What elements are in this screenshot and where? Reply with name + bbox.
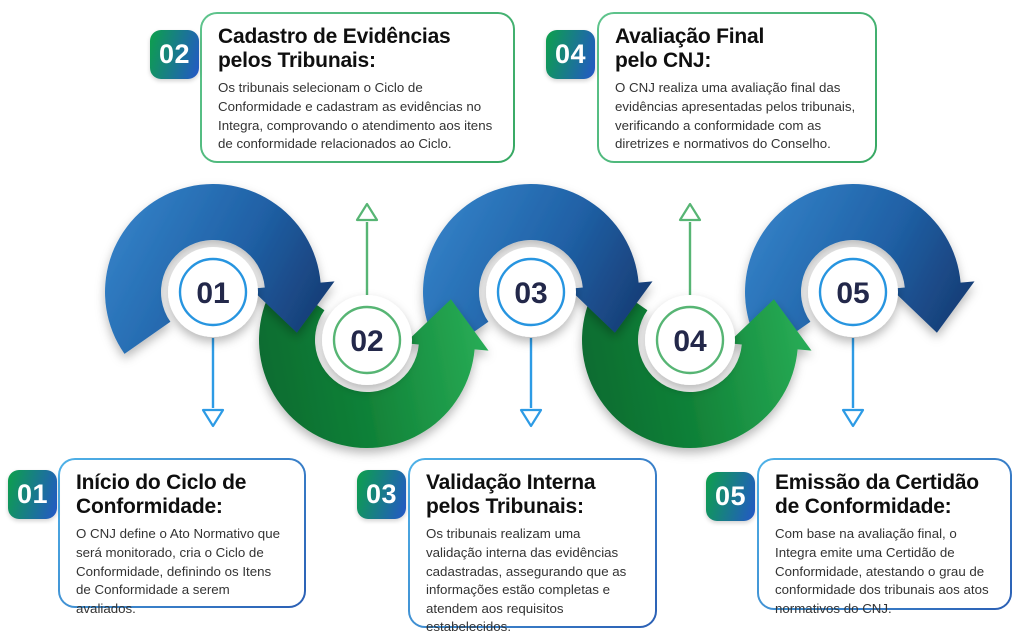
step-circle-ring-03 [496, 257, 566, 327]
card-body-04: O CNJ realiza uma avaliação final das ev… [615, 80, 856, 152]
arch-blue-03 [423, 184, 653, 354]
step-circle-ring-04 [655, 305, 725, 375]
card-title-01: Início do Ciclo de Conformidade: [76, 471, 247, 518]
card-title-02: Cadastro de Evidências pelos Tribunais: [218, 25, 451, 72]
step-card-02: Cadastro de Evidências pelos Tribunais: … [200, 12, 515, 163]
arch-blue-01 [105, 184, 335, 354]
step-badge-05: 05 [706, 472, 755, 521]
step-circle-number-05: 05 [836, 277, 869, 310]
arch-green-02 [259, 278, 489, 448]
step-card-01-inner: Início do Ciclo de Conformidade: O CNJ d… [60, 460, 304, 616]
step-circle-number-01: 01 [196, 277, 229, 310]
step-card-05-inner: Emissão da Certidão de Conformidade: Com… [759, 460, 1010, 616]
step-circle-ring-01 [178, 257, 248, 327]
wave-shapes [105, 184, 975, 448]
step-circle-number-03: 03 [514, 277, 547, 310]
card-body-03: Os tribunais realizam uma validação inte… [426, 526, 627, 635]
arch-green-04 [582, 278, 812, 448]
step-card-05: Emissão da Certidão de Conformidade: Com… [757, 458, 1012, 616]
arrowhead-down-icon-01 [201, 408, 225, 428]
step-card-04: Avaliação Final pelo CNJ: O CNJ realiza … [597, 12, 877, 163]
card-body-01: O CNJ define o Ato Normativo que será mo… [76, 526, 280, 616]
step-card-03: Validação Interna pelos Tribunais: Os tr… [408, 458, 657, 634]
card-title-03: Validação Interna pelos Tribunais: [426, 471, 596, 518]
card-body-05: Com base na avaliação final, o Integra e… [775, 526, 989, 616]
step-badge-04: 04 [546, 30, 595, 79]
card-title-05: Emissão da Certidão de Conformidade: [775, 471, 979, 518]
step-badge-01: 01 [8, 470, 57, 519]
arrowhead-down-icon-03 [519, 408, 543, 428]
step-circle-number-02: 02 [350, 325, 383, 358]
arrowhead-up-icon-02 [355, 202, 379, 222]
arch-blue-05 [745, 184, 975, 354]
step-card-02-inner: Cadastro de Evidências pelos Tribunais: … [202, 14, 513, 161]
card-title-04: Avaliação Final pelo CNJ: [615, 25, 765, 72]
step-card-04-inner: Avaliação Final pelo CNJ: O CNJ realiza … [599, 14, 875, 161]
arrowhead-up-icon-04 [678, 202, 702, 222]
step-circle-number-04: 04 [673, 325, 707, 358]
step-badge-03: 03 [357, 470, 406, 519]
step-circle-ring-05 [818, 257, 888, 327]
arrowhead-down-icon-05 [841, 408, 865, 428]
step-card-03-inner: Validação Interna pelos Tribunais: Os tr… [410, 460, 655, 634]
card-body-02: Os tribunais selecionam o Ciclo de Confo… [218, 80, 493, 152]
step-card-01: Início do Ciclo de Conformidade: O CNJ d… [58, 458, 306, 616]
step-badge-02: 02 [150, 30, 199, 79]
step-circle-ring-02 [332, 305, 402, 375]
